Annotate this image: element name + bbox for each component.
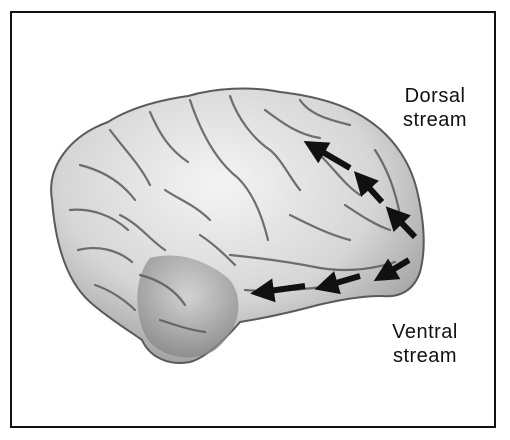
ventral-label-line2: stream — [370, 344, 480, 368]
dorsal-label-line2: stream — [380, 108, 490, 132]
dorsal-label-line1: Dorsal — [380, 84, 490, 108]
brain-outline — [51, 89, 423, 363]
ventral-label-line1: Ventral — [370, 320, 480, 344]
ventral-stream-label: Ventral stream — [370, 320, 480, 368]
dorsal-stream-label: Dorsal stream — [380, 84, 490, 132]
